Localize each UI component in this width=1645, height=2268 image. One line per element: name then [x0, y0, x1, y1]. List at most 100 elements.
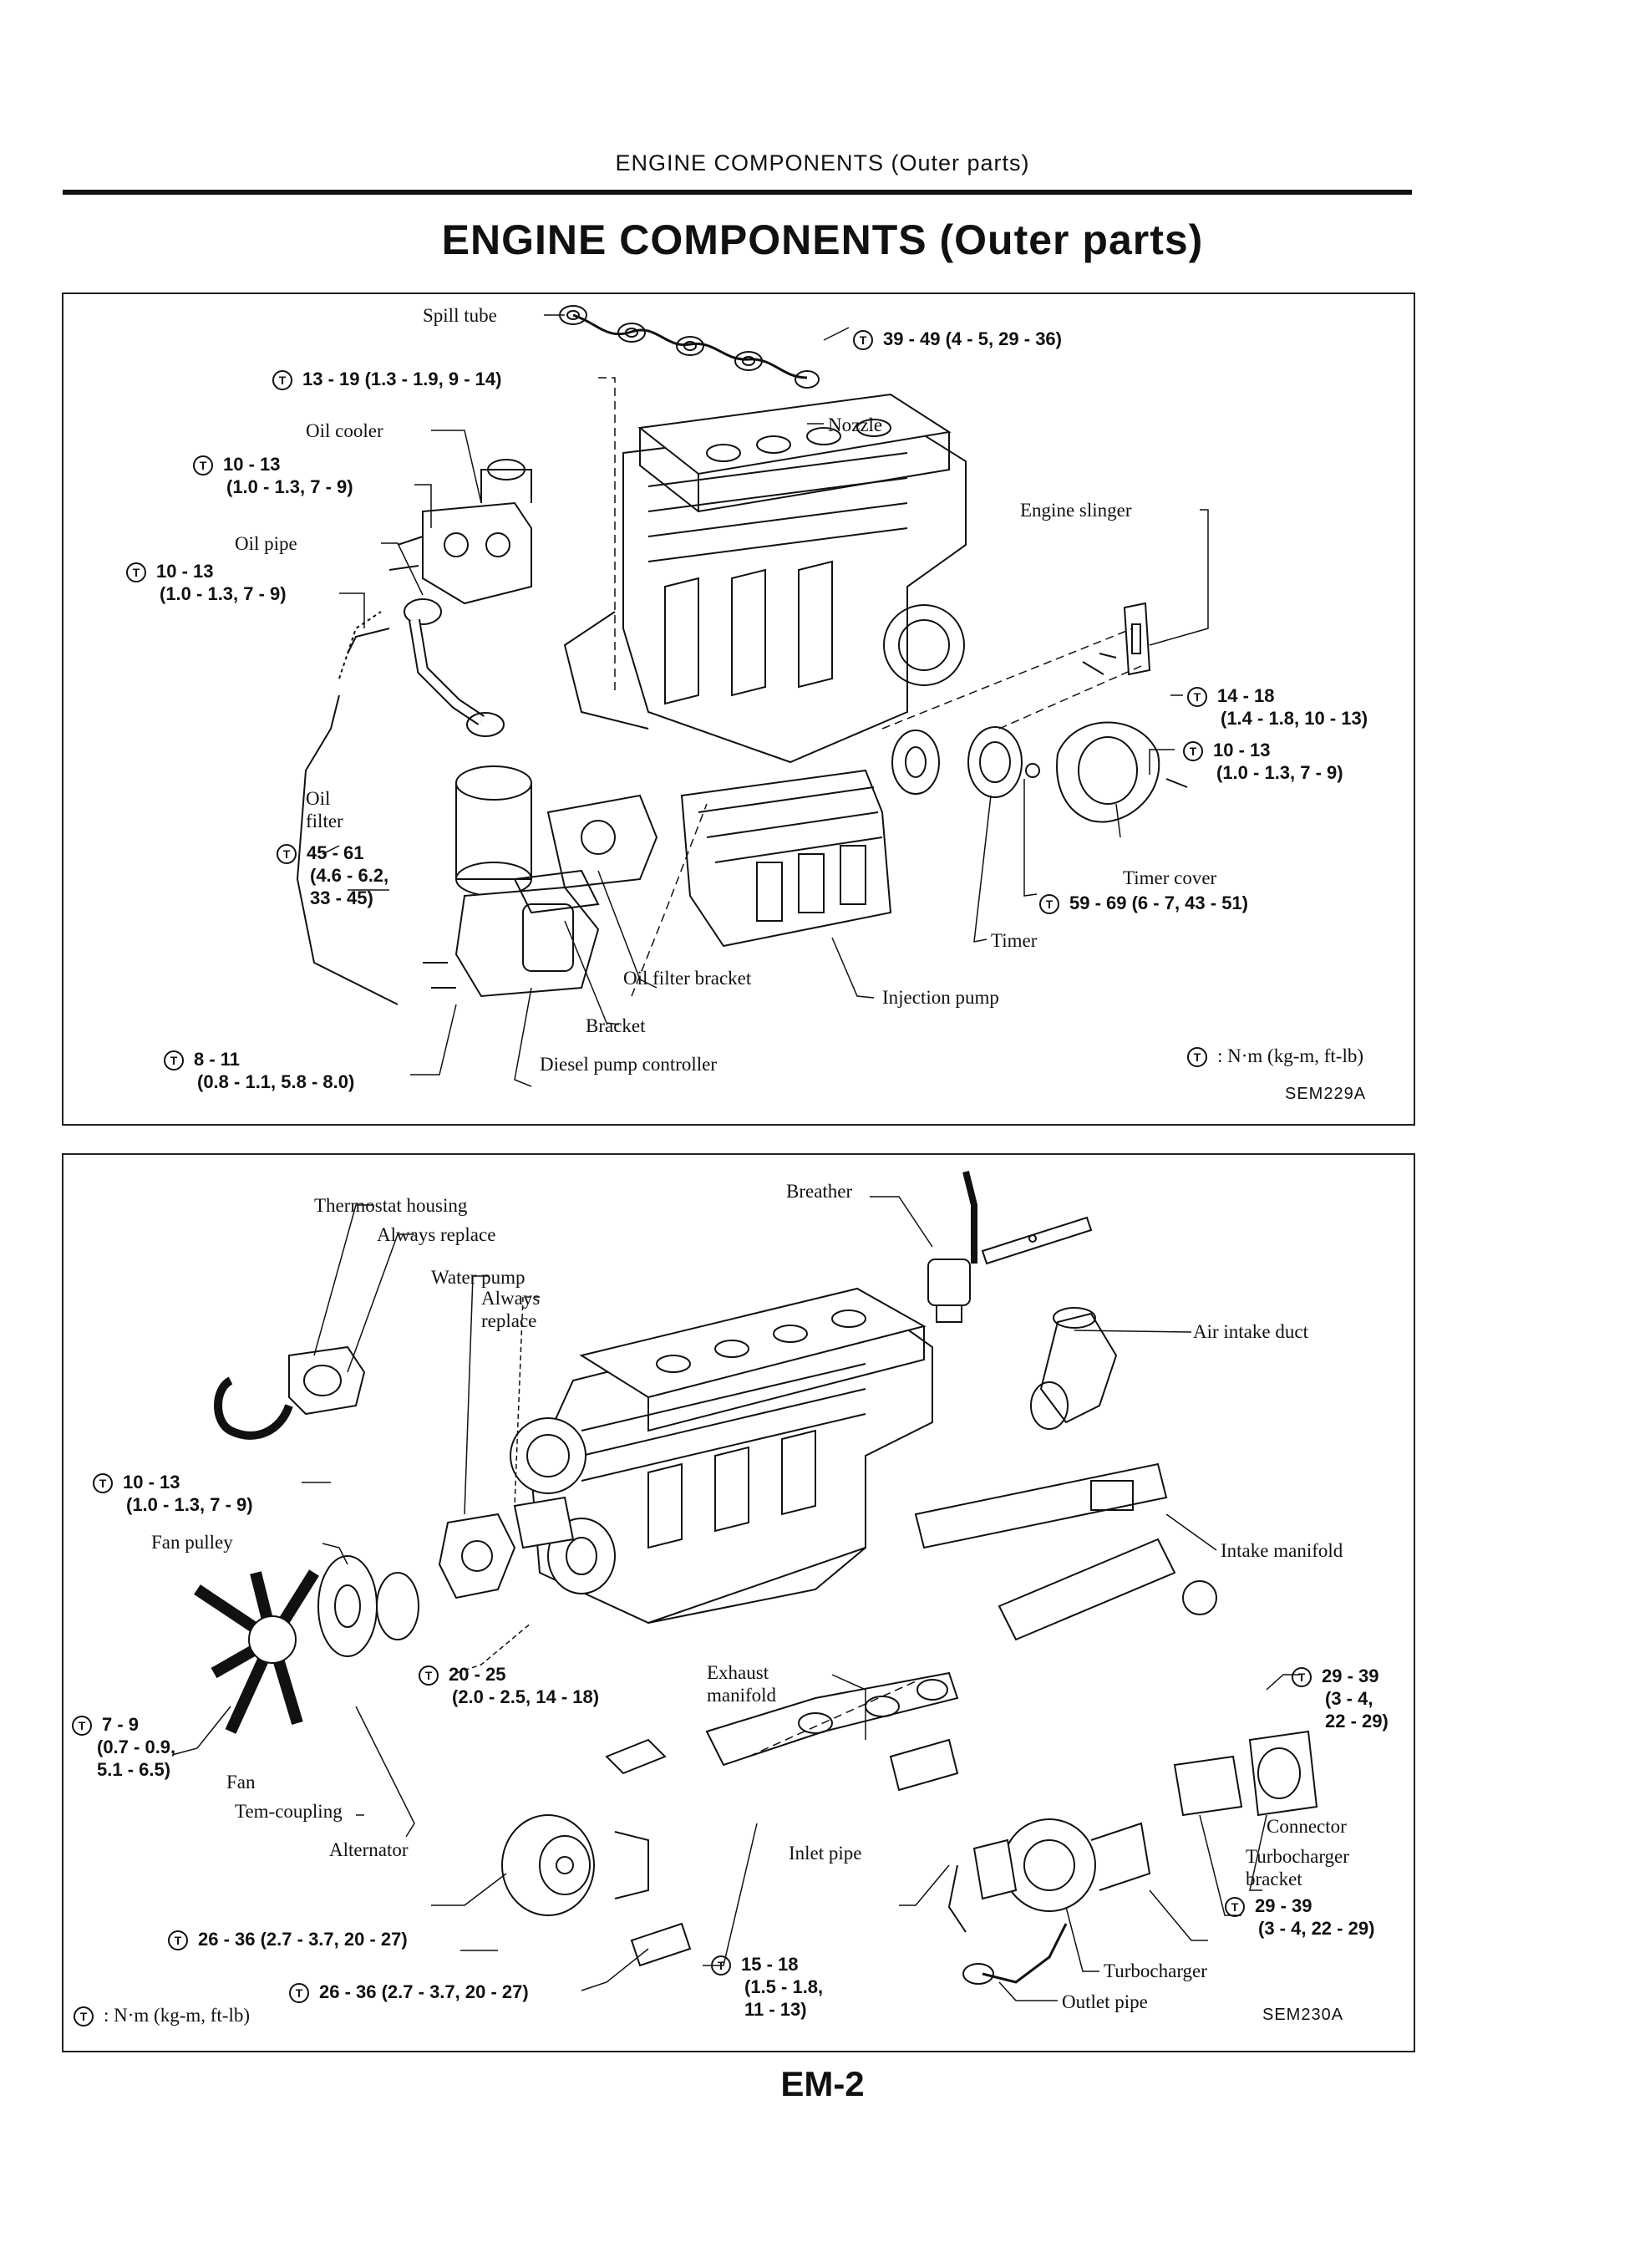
diagram-code: SEM229A: [1285, 1085, 1367, 1103]
outlet-pipe-drawing: [962, 1923, 1068, 1985]
engine-block-drawing: [563, 393, 967, 764]
label-engine-slinger: Engine slinger: [1020, 500, 1132, 521]
thermostat-housing-drawing: [214, 1345, 366, 1440]
page-title: ENGINE COMPONENTS (Outer parts): [441, 216, 1204, 263]
control-cable: [296, 694, 399, 1005]
oil-cooler-drawing: [388, 459, 532, 605]
torque-icon: T: [168, 1930, 188, 1950]
torque-icon: T: [164, 1050, 184, 1070]
label-injection-pump: Injection pump: [882, 987, 999, 1008]
fan-drawing: [194, 1555, 419, 1734]
accessories-exploded-view: [171, 1171, 1318, 2001]
oil-pipe-drawing: [347, 598, 505, 737]
label-alternator: Alternator: [329, 1839, 409, 1860]
label-tem-coupling: Tem-coupling: [235, 1801, 343, 1822]
torque-icon: T: [1187, 687, 1207, 707]
torque-icon: T: [72, 1716, 92, 1736]
torque-icon: T: [1183, 741, 1203, 761]
running-head: ENGINE COMPONENTS (Outer parts): [615, 150, 1030, 175]
torque-icon: T: [126, 562, 146, 582]
engine-block-drawing: [510, 1287, 933, 1625]
oil-filter-drawing: [455, 765, 658, 897]
spill-tube-drawing: [559, 305, 820, 389]
torque-icon: T: [1187, 1047, 1207, 1067]
timer-drawing: [891, 726, 1040, 798]
label-nozzle: Nozzle: [828, 414, 883, 435]
label-intake-manifold: Intake manifold: [1221, 1540, 1343, 1561]
turbocharger-drawing: [947, 1818, 1151, 1933]
torque-legend: T: N·m (kg-m, ft-lb): [1187, 1045, 1363, 1067]
torque-icon: T: [419, 1665, 439, 1686]
label-turbocharger-bracket: Turbocharger bracket: [1246, 1846, 1349, 1889]
alternator-drawing: [501, 1738, 692, 1967]
label-diesel-pump-controller: Diesel pump controller: [540, 1054, 718, 1075]
label-exhaust-manifold: Exhaust manifold: [707, 1662, 777, 1706]
label-bracket: Bracket: [586, 1015, 646, 1036]
breather-drawing: [927, 1171, 1093, 1323]
injection-exploded-view: [296, 305, 1209, 1087]
torque-icon: T: [1292, 1667, 1312, 1687]
label-oil-pipe: Oil pipe: [235, 533, 297, 554]
leader-lines: [171, 1196, 1300, 2001]
injection-pump-drawing: [680, 769, 892, 948]
label-water-pump: Water pump: [431, 1267, 525, 1288]
label-connector: Connector: [1267, 1816, 1347, 1837]
torque-icon: T: [93, 1473, 113, 1493]
connector-drawing: [1173, 1730, 1318, 1817]
label-always-replace: Always replace: [377, 1224, 496, 1245]
label-thermostat-housing: Thermostat housing: [314, 1195, 468, 1216]
label-spill-tube: Spill tube: [423, 305, 497, 326]
label-timer-cover: Timer cover: [1123, 867, 1217, 888]
header-rule: [63, 190, 1412, 195]
torque-icon: T: [74, 2006, 94, 2026]
leader-lines: [322, 314, 1209, 1087]
torque-icon: T: [289, 1983, 309, 2003]
engine-slinger-drawing: [1082, 602, 1151, 676]
label-air-intake-duct: Air intake duct: [1193, 1321, 1308, 1342]
torque-icon: T: [711, 1955, 731, 1976]
water-pump-drawing: [438, 1496, 575, 1599]
diagram-panel-accessories: Breather Thermostat housing Always repla…: [62, 1153, 1415, 2052]
torque-icon: T: [1225, 1897, 1245, 1917]
air-intake-duct-drawing: [1030, 1307, 1118, 1430]
label-breather: Breather: [786, 1181, 853, 1202]
label-timer: Timer: [991, 930, 1038, 951]
label-always-replace-gasket: Always replace: [481, 1288, 541, 1331]
torque-icon: T: [193, 455, 213, 475]
torque-legend: T: N·m (kg-m, ft-lb): [74, 2004, 250, 2026]
diagram-code: SEM230A: [1262, 2006, 1344, 2024]
label-oil-filter-bracket: Oil filter bracket: [623, 968, 752, 989]
exhaust-manifold-drawing: [705, 1671, 959, 1792]
pump-controller-drawing: [423, 869, 600, 998]
torque-icon: T: [272, 370, 292, 390]
label-fan-pulley: Fan pulley: [151, 1532, 233, 1553]
label-fan: Fan: [226, 1772, 256, 1793]
label-inlet-pipe: Inlet pipe: [789, 1843, 862, 1864]
label-oil-filter: Oil filter: [306, 788, 343, 831]
timer-cover-drawing: [1056, 721, 1188, 823]
page-number: EM-2: [780, 2064, 865, 2103]
label-turbocharger: Turbocharger: [1104, 1960, 1207, 1981]
torque-icon: T: [853, 330, 873, 350]
intake-manifold-drawing: [914, 1462, 1217, 1641]
torque-icon: T: [277, 844, 297, 864]
label-oil-cooler: Oil cooler: [306, 420, 383, 441]
label-outlet-pipe: Outlet pipe: [1062, 1991, 1148, 2012]
